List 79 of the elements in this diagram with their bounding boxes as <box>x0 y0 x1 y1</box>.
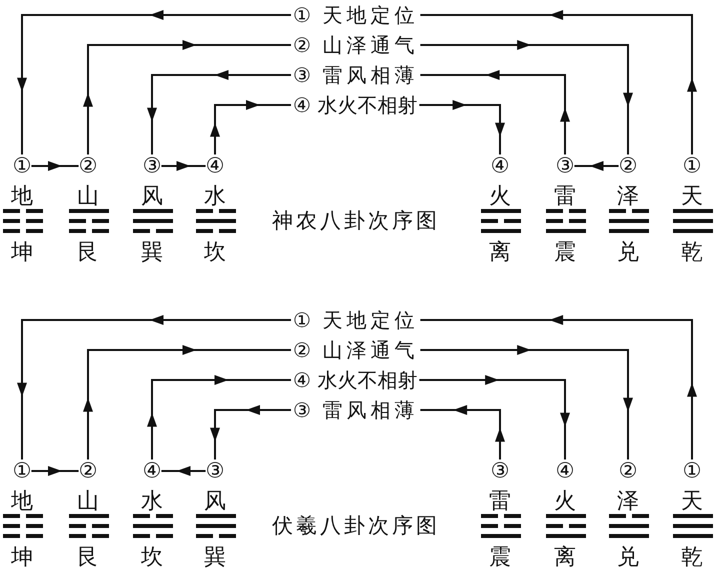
arrow <box>420 40 633 154</box>
trigram-character: 天 <box>681 490 703 514</box>
trigram-character: 水 <box>141 490 163 514</box>
arrow <box>420 405 505 460</box>
trigram-name: 震 <box>489 546 511 570</box>
trigram-name: 坎 <box>141 546 163 570</box>
circled-number: ② <box>78 154 98 178</box>
trigram-name: 乾 <box>681 240 703 266</box>
arrow <box>420 10 697 154</box>
trigram-character: 泽 <box>617 184 639 210</box>
arrow <box>147 375 291 460</box>
trigram-character: 地 <box>11 490 33 514</box>
trigram-name: 艮 <box>77 546 99 570</box>
trigram-name: 兑 <box>617 546 639 570</box>
circled-number: ③ <box>142 154 162 178</box>
trigram-character: 泽 <box>617 490 639 514</box>
panel-title: 伏羲八卦次序图 <box>272 514 440 538</box>
trigram-character: 山 <box>77 490 99 514</box>
circled-number: ① <box>12 459 32 483</box>
trigram-character: 火 <box>489 184 511 210</box>
arrow <box>83 40 291 154</box>
arrow <box>574 161 619 171</box>
circled-number: ③ <box>490 459 510 483</box>
trigram-name: 巽 <box>204 546 226 570</box>
arrow <box>210 100 291 154</box>
circled-number: ③ <box>556 154 574 178</box>
phrase-label: ④ 水火不相射 <box>291 94 420 116</box>
trigram-name: 乾 <box>681 546 703 570</box>
phrase-label: ② 山泽通气 <box>291 339 420 361</box>
arrow <box>419 100 505 154</box>
arrow <box>420 70 570 154</box>
phrase-label: ② 山泽通气 <box>291 34 420 56</box>
trigram-character: 风 <box>141 184 163 210</box>
arrow <box>17 315 291 460</box>
phrase-label: ③ 雷风相薄 <box>291 399 420 421</box>
phrase-label: ① 天地定位 <box>291 309 420 331</box>
trigram-character: 山 <box>77 184 99 210</box>
arrow <box>161 466 206 476</box>
arrow <box>147 70 291 154</box>
trigram-name: 巽 <box>141 240 163 266</box>
trigram-character: 雷 <box>489 490 511 514</box>
circled-number: ② <box>618 154 638 178</box>
arrow <box>420 345 633 460</box>
circled-number: ② <box>618 459 638 483</box>
circled-number: ④ <box>490 154 510 178</box>
panel-title: 神农八卦次序图 <box>272 209 440 233</box>
trigram-name: 坤 <box>11 546 33 570</box>
arrow <box>31 161 79 171</box>
trigram-name: 离 <box>489 240 511 266</box>
circled-number: ① <box>682 459 702 483</box>
arrow <box>83 345 291 460</box>
circled-number: ④ <box>206 154 224 178</box>
arrow <box>420 315 697 460</box>
arrow <box>31 466 79 476</box>
circled-number: ④ <box>556 459 574 483</box>
circled-number: ① <box>12 154 32 178</box>
arrow <box>17 10 291 154</box>
arrow <box>161 161 206 171</box>
circled-number: ① <box>682 154 702 178</box>
trigram-character: 风 <box>204 490 226 514</box>
circled-number: ④ <box>142 459 162 483</box>
trigram-character: 地 <box>11 184 33 210</box>
trigram-character: 火 <box>554 490 576 514</box>
arrow <box>210 405 291 460</box>
trigram-name: 坎 <box>204 240 226 266</box>
trigram-character: 雷 <box>554 184 576 210</box>
arrow <box>419 375 570 460</box>
trigram-character: 天 <box>681 184 703 210</box>
trigram-name: 坤 <box>11 240 33 266</box>
circled-number: ③ <box>206 459 224 483</box>
trigram-character: 水 <box>204 184 226 210</box>
circled-number: ② <box>78 459 98 483</box>
phrase-label: ③ 雷风相薄 <box>291 64 420 86</box>
trigram-name: 艮 <box>77 240 99 266</box>
trigram-name: 离 <box>554 546 576 570</box>
phrase-label: ① 天地定位 <box>291 4 420 26</box>
trigram-name: 震 <box>554 240 576 266</box>
phrase-label: ④ 水火不相射 <box>291 369 420 391</box>
trigram-name: 兑 <box>617 240 639 266</box>
